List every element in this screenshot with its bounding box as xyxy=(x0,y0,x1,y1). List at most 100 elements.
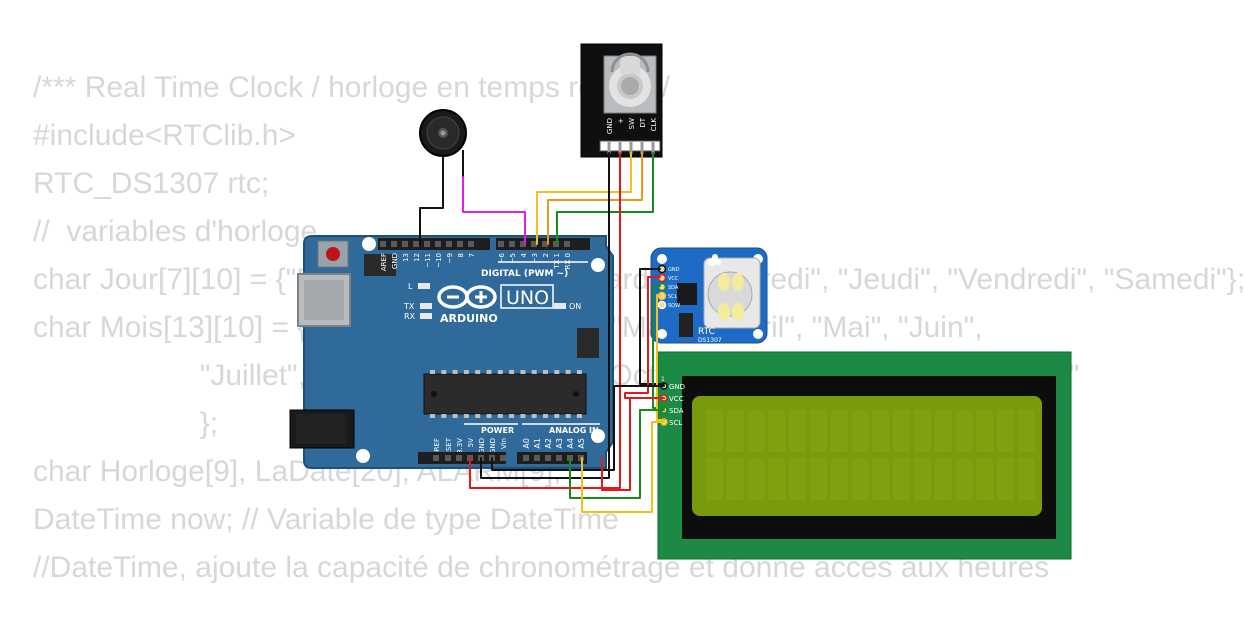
encoder-pin xyxy=(640,142,644,154)
pin-label: 12 xyxy=(413,253,421,262)
header-pin xyxy=(564,241,570,247)
pin-label: SQW xyxy=(668,303,680,309)
icsp-header xyxy=(364,254,396,276)
header-pin xyxy=(520,241,526,247)
pin-label: ~10 xyxy=(435,253,443,268)
led-tx xyxy=(420,303,432,309)
chip-legs xyxy=(430,370,582,418)
header-pin xyxy=(433,455,439,461)
header-pin xyxy=(509,241,515,247)
code-line: DateTime now; // Variable de type DateTi… xyxy=(33,503,619,536)
header-pin xyxy=(545,455,551,461)
pin-label: A4 xyxy=(566,438,575,449)
header-pin xyxy=(457,241,463,247)
header-pin xyxy=(498,241,504,247)
pin-label: 2 xyxy=(542,253,550,257)
pin-label: VCC xyxy=(669,395,684,403)
pin-label: ~3 xyxy=(531,253,539,263)
pin-label: VCC xyxy=(668,276,679,282)
wire-encoder-dt xyxy=(547,152,643,245)
pin-label: SCL xyxy=(669,419,682,427)
uno-label-box xyxy=(500,284,554,309)
header-pin xyxy=(531,241,537,247)
wire-lcd-gnd xyxy=(491,385,665,471)
header-pin xyxy=(523,455,529,461)
power-jack-inner xyxy=(296,414,346,444)
led-tx-label: TX xyxy=(403,302,415,311)
pin-label: 13 xyxy=(402,253,410,262)
rtc-mount-hole xyxy=(753,329,763,339)
rtc-mount-hole xyxy=(657,254,667,264)
mounting-hole xyxy=(362,237,376,251)
header-pin xyxy=(413,241,419,247)
led-l-label: L xyxy=(408,282,413,291)
header-pin xyxy=(380,241,386,247)
header-pin xyxy=(456,455,462,461)
pin-label: RESET xyxy=(445,437,453,460)
code-line: RTC_DS1307 rtc; xyxy=(33,167,270,200)
pin-label: GND xyxy=(606,118,614,134)
pin-label: + xyxy=(617,118,625,124)
header-pin xyxy=(435,241,441,247)
pin-label: AREF xyxy=(380,253,388,271)
header-pin xyxy=(534,455,540,461)
pin-label: A1 xyxy=(533,438,542,449)
pin-label: 3.3V xyxy=(456,438,464,454)
encoder-pin xyxy=(651,142,655,154)
pin-label: DT xyxy=(639,117,647,127)
pin-label: A0 xyxy=(522,438,531,449)
wires xyxy=(419,152,665,513)
analog-header-label: ANALOG IN xyxy=(549,426,599,435)
encoder-pin xyxy=(629,142,633,154)
pin-label: ~9 xyxy=(446,253,454,263)
header-pin xyxy=(391,241,397,247)
pin-label: CLK xyxy=(650,118,658,132)
mounting-hole xyxy=(356,449,370,463)
code-line: }; xyxy=(33,407,219,440)
encoder-pin xyxy=(607,142,611,154)
reset-button-cap[interactable] xyxy=(326,247,340,261)
pin-label: GND xyxy=(478,438,486,454)
adafruit-flower-logo xyxy=(708,254,721,266)
pin-label: 8 xyxy=(457,253,465,257)
pin-label: SCL xyxy=(668,294,678,300)
wire-rtc-sda xyxy=(652,285,665,409)
wire-encoder-vcc xyxy=(469,152,621,489)
pin-label: SW xyxy=(628,118,636,129)
wire-lcd-sda xyxy=(569,409,665,499)
header-pin xyxy=(468,241,474,247)
pin-label: ~6 xyxy=(498,252,506,263)
icsp-header-right xyxy=(577,328,599,358)
pin-label: SDA xyxy=(668,285,679,291)
header-pin xyxy=(556,455,562,461)
pin-label: 4 xyxy=(520,252,528,257)
pin-label: IOREF xyxy=(433,438,441,459)
pin-label: ~5 xyxy=(509,253,517,263)
code-line: // variables d'horloge xyxy=(33,215,318,248)
arduino-brand-label: ARDUINO xyxy=(440,312,498,325)
rtc-chip-label: DS1307 xyxy=(698,337,722,344)
pin-label: A2 xyxy=(544,438,553,449)
encoder-pins xyxy=(607,142,655,154)
led-l xyxy=(418,283,430,289)
wire-encoder-sw xyxy=(536,152,632,245)
lcd-pin-marker: 1 xyxy=(661,376,665,383)
pin-label: GND xyxy=(668,267,680,273)
piezo-buzzer[interactable] xyxy=(419,109,467,177)
led-rx-label: RX xyxy=(404,312,416,321)
pin-label: A5 xyxy=(577,438,586,449)
pin-label: GND xyxy=(489,438,497,454)
rtc-mount-hole xyxy=(657,329,667,339)
pin-label: GND xyxy=(391,253,399,269)
pin-label: ~11 xyxy=(424,253,432,268)
code-line: #include<RTClib.h> xyxy=(33,119,296,152)
header-pin xyxy=(542,241,548,247)
arduino-model-label: UNO xyxy=(506,287,549,309)
